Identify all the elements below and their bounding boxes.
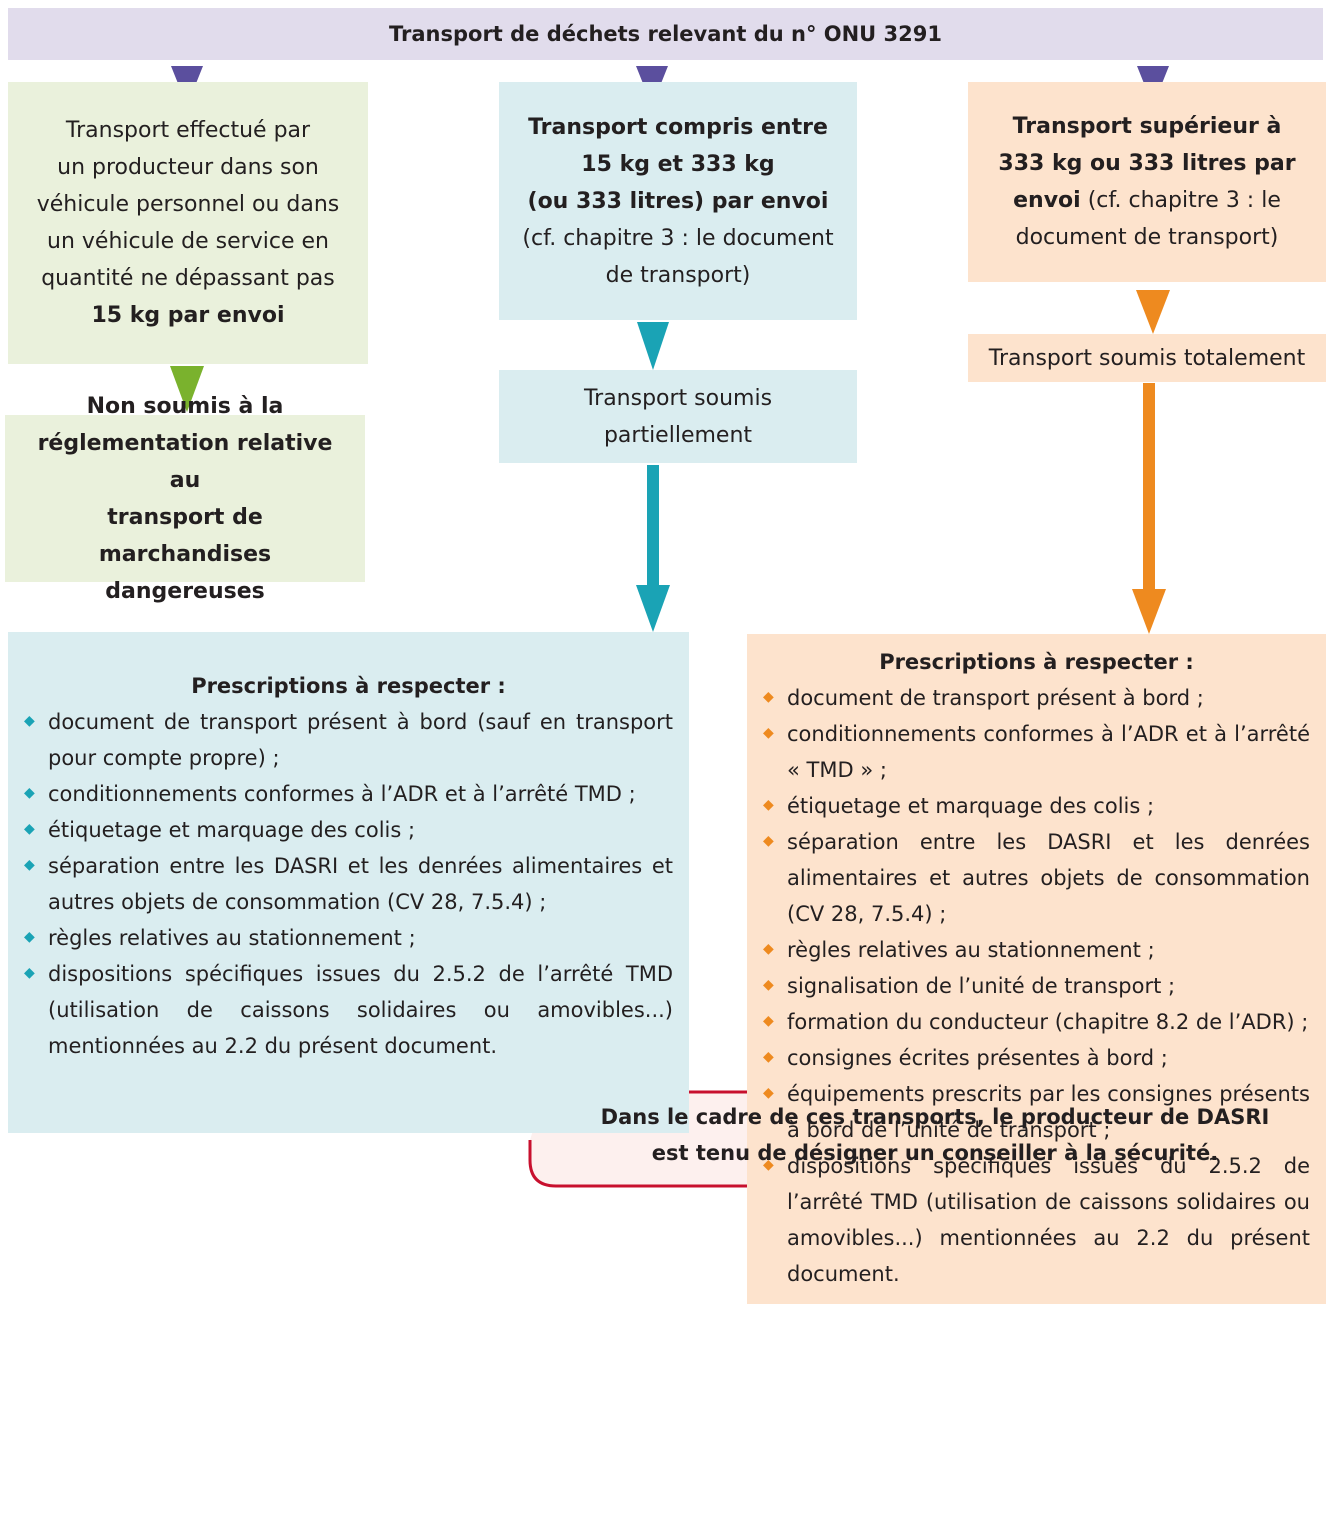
arrow-right-result-head — [1132, 589, 1166, 634]
left-result-box: Non soumis à la réglementation relative … — [5, 394, 365, 604]
arrow-middle-result-head — [636, 585, 670, 632]
diamond-bullet-icon: ◆ — [763, 833, 774, 849]
list-item: ◆conditionnements conformes à l’ADR et à… — [24, 782, 636, 806]
diamond-bullet-icon: ◆ — [763, 941, 774, 957]
diamond-bullet-icon: ◆ — [763, 1049, 774, 1065]
list-item: ◆règles relatives au stationnement ; — [763, 938, 1155, 962]
list-item: ◆conditionnements conformes à l’ADR et à… — [763, 722, 1310, 782]
arrow-middle-condition-to-result — [637, 322, 669, 370]
diamond-bullet-icon: ◆ — [763, 797, 774, 813]
middle-prescriptions-title: Prescriptions à respecter : — [191, 674, 506, 698]
arrow-right-result-shaft — [1143, 383, 1155, 591]
list-item: ◆document de transport présent à bord ; — [763, 686, 1204, 710]
middle-condition-text: Transport compris entre 15 kg et 333 kg … — [522, 114, 834, 288]
list-item: ◆formation du conducteur (chapitre 8.2 d… — [763, 1010, 1309, 1034]
diamond-bullet-icon: ◆ — [763, 689, 774, 705]
arrow-right-condition-to-result — [1136, 290, 1170, 334]
diamond-bullet-icon: ◆ — [24, 965, 35, 981]
diamond-bullet-icon: ◆ — [763, 1157, 774, 1173]
list-item: ◆équipements prescrits par les consignes… — [763, 1082, 1310, 1142]
list-item: ◆dispositions spécifiques issues du 2.5.… — [24, 962, 673, 1058]
list-item: ◆dispositions spécifiques issues du 2.5.… — [763, 1154, 1310, 1286]
diamond-bullet-icon: ◆ — [24, 713, 35, 729]
diamond-bullet-icon: ◆ — [24, 857, 35, 873]
diamond-bullet-icon: ◆ — [24, 785, 35, 801]
list-item: ◆séparation entre les DASRI et les denré… — [763, 830, 1310, 926]
left-result-text: Non soumis à la réglementation relative … — [37, 393, 333, 604]
diagram-title: Transport de déchets relevant du n° ONU … — [8, 8, 1323, 60]
middle-result-text: Transport soumis partiellement — [583, 385, 773, 448]
list-item: ◆signalisation de l’unité de transport ; — [763, 974, 1176, 998]
list-item: ◆séparation entre les DASRI et les denré… — [24, 854, 673, 914]
list-item: ◆consignes écrites présentes à bord ; — [763, 1046, 1168, 1070]
left-condition-box: Transport effectué par un producteur dan… — [8, 82, 368, 364]
right-result-box: Transport soumis totalement — [968, 334, 1326, 382]
middle-result-box: Transport soumis partiellement — [499, 370, 857, 463]
diamond-bullet-icon: ◆ — [763, 725, 774, 741]
list-item: ◆étiquetage et marquage des colis ; — [24, 818, 416, 842]
list-item: ◆document de transport présent à bord (s… — [24, 710, 673, 770]
diamond-bullet-icon: ◆ — [24, 929, 35, 945]
middle-prescriptions-list: ◆document de transport présent à bord (s… — [8, 704, 689, 1064]
arrow-middle-result-shaft — [647, 465, 659, 587]
middle-condition-box: Transport compris entre 15 kg et 333 kg … — [499, 82, 857, 320]
list-item: ◆étiquetage et marquage des colis ; — [763, 794, 1155, 818]
right-result-text: Transport soumis totalement — [988, 345, 1306, 371]
right-condition-box: Transport supérieur à 333 kg ou 333 litr… — [968, 82, 1326, 282]
left-condition-text: Transport effectué par un producteur dan… — [36, 118, 340, 328]
diamond-bullet-icon: ◆ — [763, 1085, 774, 1101]
right-prescriptions-title: Prescriptions à respecter : — [879, 650, 1194, 674]
diamond-bullet-icon: ◆ — [24, 821, 35, 837]
right-prescriptions-list: ◆document de transport présent à bord ; … — [747, 680, 1326, 1292]
middle-prescriptions-box: Prescriptions à respecter : ◆document de… — [8, 632, 689, 1133]
list-item: ◆règles relatives au stationnement ; — [24, 926, 416, 950]
diamond-bullet-icon: ◆ — [763, 1013, 774, 1029]
right-condition-text: Transport supérieur à 333 kg ou 333 litr… — [998, 114, 1296, 250]
right-prescriptions-panel: Prescriptions à respecter : ◆document de… — [747, 634, 1326, 1304]
warning-message: Dans le cadre de ces transports, le prod… — [600, 1105, 1270, 1165]
arrow-left-condition-to-result — [170, 366, 204, 412]
diamond-bullet-icon: ◆ — [763, 977, 774, 993]
